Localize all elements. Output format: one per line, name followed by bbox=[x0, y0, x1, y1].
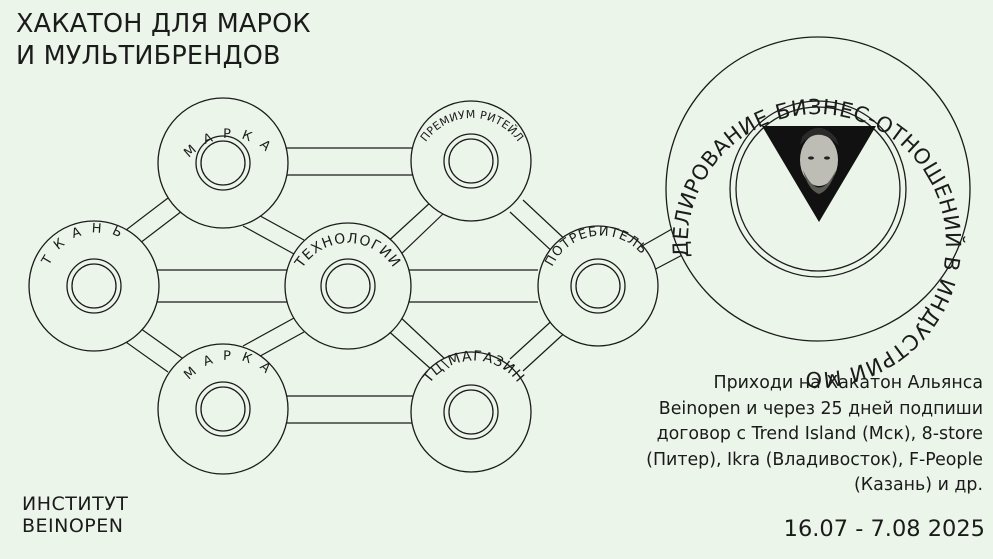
promo-line-5: (Казань) и др. bbox=[853, 475, 983, 495]
page-title: ХАКАТОН ДЛЯ МАРОК И МУЛЬТИБРЕНДОВ bbox=[16, 8, 311, 72]
node-marka-bottom bbox=[157, 343, 289, 475]
brand-logo: ИНСТИТУТ BEINOPEN bbox=[22, 493, 128, 537]
node-tehnologii bbox=[284, 222, 412, 350]
promo-line-2: Beinopen и через 25 дней подпиши bbox=[658, 398, 983, 419]
node-premium bbox=[410, 100, 532, 222]
promo-text: Приходи на Хакатон Альянса Beinopen и че… bbox=[646, 371, 983, 499]
title-line-2: И МУЛЬТИБРЕНДОВ bbox=[16, 41, 281, 71]
connectors bbox=[108, 147, 689, 424]
event-dates: 16.07 - 7.08 2025 bbox=[783, 516, 985, 542]
portrait-triangle-icon bbox=[762, 126, 876, 222]
node-tkan bbox=[28, 220, 160, 352]
node-tc bbox=[410, 351, 532, 473]
promo-line-3: договор с Trend Island (Мск), 8-store bbox=[656, 424, 983, 444]
promo-line-4: (Питер), Ikra (Владивосток), F-People bbox=[646, 449, 983, 470]
brand-line-1: ИНСТИТУТ bbox=[22, 493, 129, 515]
node-marka-top bbox=[157, 97, 289, 229]
brand-line-2: BEINOPEN bbox=[22, 515, 124, 537]
promo-line-1: Приходи на Хакатон Альянса bbox=[713, 373, 983, 393]
node-potrebitel bbox=[537, 225, 659, 347]
title-line-1: ХАКАТОН ДЛЯ МАРОК bbox=[16, 9, 311, 39]
